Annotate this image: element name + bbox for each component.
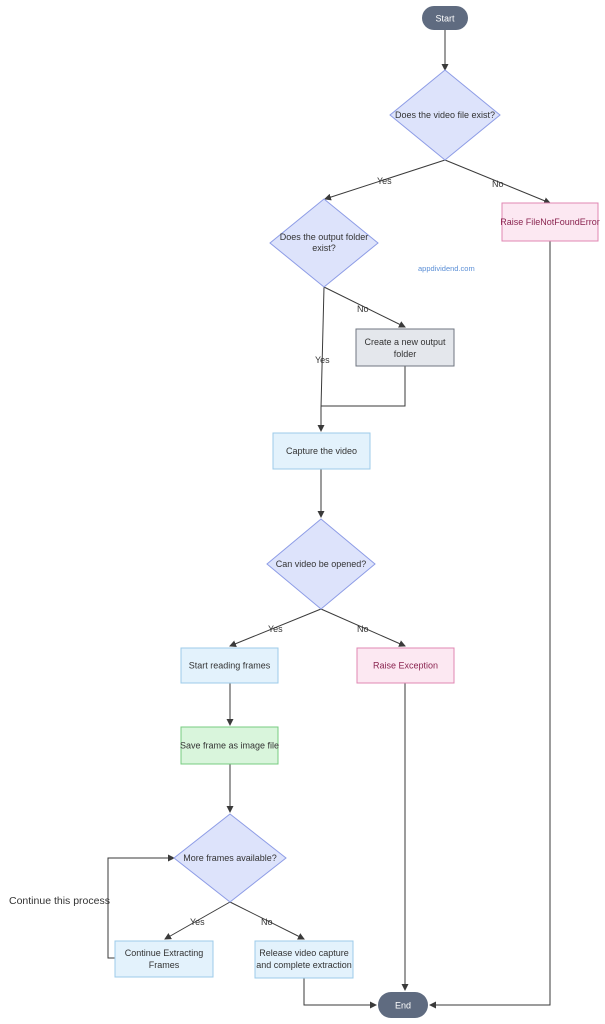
create-folder-line2: folder [394, 349, 417, 359]
edge-file-check-no [444, 159, 551, 204]
raise-filenotfounderror-label: Raise FileNotFoundError [500, 217, 600, 227]
process-continue-extracting: Continue Extracting Frames [114, 940, 214, 978]
edge-labels: Yes No No Yes Yes No Yes No [190, 176, 504, 927]
edge-label-more-no: No [261, 917, 273, 927]
edge-can-open-no [320, 608, 406, 647]
edge-raise-fnf-to-end [429, 241, 551, 1009]
process-save-frame: Save frame as image file [180, 726, 279, 765]
edge-label-folder-yes: Yes [315, 355, 330, 365]
edge-release-to-end [303, 978, 377, 1009]
process-raise-exception: Raise Exception [356, 647, 455, 684]
edge-create-folder-to-capture [321, 366, 406, 407]
decision-can-open-label: Can video be opened? [276, 559, 367, 569]
process-release-capture: Release video capture and complete extra… [254, 940, 354, 979]
edge-folder-check-no [323, 286, 406, 328]
continue-extracting-line1: Continue Extracting [125, 948, 204, 958]
edge-label-file-yes: Yes [377, 176, 392, 186]
end-label: End [395, 1001, 411, 1011]
edge-label-file-no: No [492, 179, 504, 189]
release-capture-line2: and complete extraction [256, 960, 352, 970]
process-start-reading: Start reading frames [180, 647, 279, 684]
edge-more-frames-no [229, 901, 305, 940]
capture-video-label: Capture the video [286, 446, 357, 456]
process-capture-video: Capture the video [272, 432, 371, 470]
edge-file-check-yes [324, 159, 446, 201]
edge-can-open-yes [229, 608, 322, 647]
start-node: Start [422, 6, 468, 30]
start-label: Start [435, 14, 455, 24]
decision-file-exists: Does the video file exist? [389, 69, 501, 161]
edge-label-folder-no: No [357, 304, 369, 314]
decision-folder-exists-line2: exist? [312, 243, 336, 253]
edge-label-open-yes: Yes [268, 624, 283, 634]
create-folder-line1: Create a new output [364, 337, 446, 347]
process-create-folder: Create a new output folder [355, 328, 455, 367]
decision-more-frames-label: More frames available? [183, 853, 277, 863]
decision-can-open: Can video be opened? [266, 518, 376, 610]
watermark: appdividend.com [418, 264, 475, 273]
process-raise-filenotfounderror: Raise FileNotFoundError [500, 202, 600, 242]
continue-extracting-line2: Frames [149, 960, 180, 970]
edge-folder-check-yes [317, 286, 325, 432]
decision-file-exists-label: Does the video file exist? [395, 110, 495, 120]
edge-label-more-yes: Yes [190, 917, 205, 927]
release-capture-line1: Release video capture [259, 948, 349, 958]
side-note-continue-process: Continue this process [9, 895, 110, 907]
start-reading-label: Start reading frames [189, 661, 271, 671]
decision-folder-exists: Does the output folder exist? [269, 198, 379, 288]
save-frame-label: Save frame as image file [180, 741, 279, 751]
edge-more-frames-yes [164, 901, 231, 940]
edge-continue-loop [107, 854, 175, 959]
edge-label-open-no: No [357, 624, 369, 634]
decision-more-frames: More frames available? [173, 813, 287, 903]
edges [107, 30, 551, 1009]
decision-folder-exists-line1: Does the output folder [280, 232, 369, 242]
raise-exception-label: Raise Exception [373, 661, 438, 671]
end-node: End [378, 992, 428, 1018]
